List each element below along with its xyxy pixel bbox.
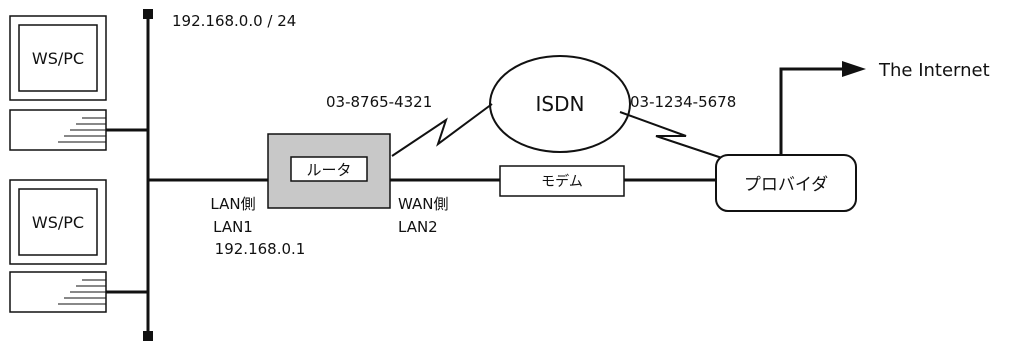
subnet-label: 192.168.0.0 / 24	[172, 12, 296, 30]
router-label: ルータ	[306, 161, 351, 179]
wan-port-label: LAN2	[398, 218, 438, 236]
provider-label: プロバイダ	[744, 175, 828, 195]
lan-port-label: LAN1	[213, 218, 253, 236]
lan-address-label: 192.168.0.1	[215, 240, 306, 258]
vent-lines-1	[58, 117, 106, 143]
computer-unit-2	[9, 271, 107, 313]
wan-side-label: WAN側	[398, 195, 449, 213]
modem-label: モデム	[541, 173, 583, 190]
host-1-label: WS/PC	[32, 49, 84, 68]
isdn-provider-link	[619, 111, 723, 159]
provider-number-label: 03-1234-5678	[630, 93, 736, 111]
bus-terminator-top	[143, 9, 153, 19]
lan-side-label: LAN側	[210, 195, 255, 213]
isdn-cloud	[489, 55, 631, 153]
host-2-label: WS/PC	[32, 213, 84, 232]
router-label-box	[290, 156, 368, 182]
isdn-router-link	[391, 103, 493, 157]
local-number-label: 03-8765-4321	[326, 93, 432, 111]
arrow-right-icon	[842, 61, 866, 77]
bus-terminator-bottom	[143, 331, 153, 341]
vent-lines-2	[58, 279, 106, 305]
router: ルータ	[267, 133, 391, 209]
provider-box	[715, 154, 857, 212]
internet-label: The Internet	[878, 60, 990, 81]
internet-link	[779, 67, 846, 155]
host-2: WS/PC	[9, 179, 148, 313]
isdn-label: ISDN	[536, 92, 585, 116]
host-1: WS/PC	[9, 15, 148, 151]
lan-bus	[143, 9, 153, 341]
modem-box	[499, 165, 625, 197]
